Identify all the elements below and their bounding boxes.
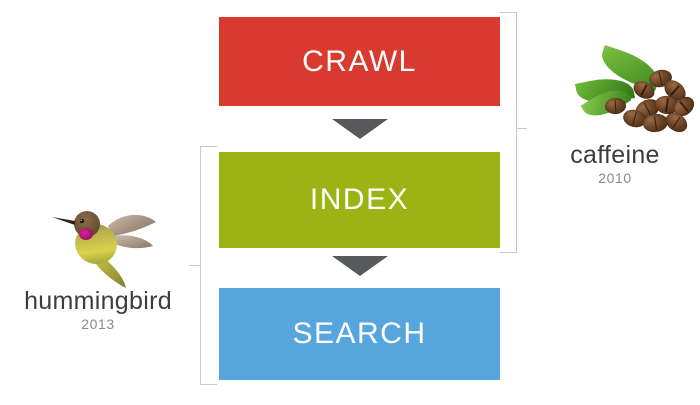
annotation-year-hummingbird: 2013 [81,316,115,333]
stage-label-search: SEARCH [292,317,427,350]
arrow-down-icon-index-to-search [332,256,388,276]
stage-box-crawl[interactable]: CRAWL [219,17,500,106]
annotation-name-caffeine: caffeine [570,141,660,169]
annotation-hummingbird: hummingbird 2013 [0,287,196,333]
annotation-caffeine: caffeine 2010 [540,141,690,187]
hummingbird-wing-lower [110,235,153,249]
annotation-name-hummingbird: hummingbird [24,287,172,315]
hummingbird-icon [52,196,160,288]
hummingbird-beak [52,217,75,225]
bracket-caffeine [500,12,517,253]
hummingbird-eye-glint [80,219,82,221]
stage-box-search[interactable]: SEARCH [219,288,500,380]
coffee-beans-icon [574,45,698,144]
hummingbird-tail [96,258,126,288]
annotation-year-caffeine: 2010 [598,170,632,187]
coffee-bean-icon [604,97,627,115]
hummingbird-wing-upper [108,214,156,236]
arrow-down-icon-crawl-to-index [332,119,388,139]
stage-box-index[interactable]: INDEX [219,152,500,248]
bracket-caffeine-connector [517,128,527,129]
bracket-hummingbird-connector [189,265,200,266]
bracket-hummingbird [200,146,217,385]
hummingbird-gorget [79,228,93,240]
stage-label-crawl: CRAWL [302,44,417,78]
hummingbird-eye [79,218,85,224]
stage-label-index: INDEX [309,183,410,216]
